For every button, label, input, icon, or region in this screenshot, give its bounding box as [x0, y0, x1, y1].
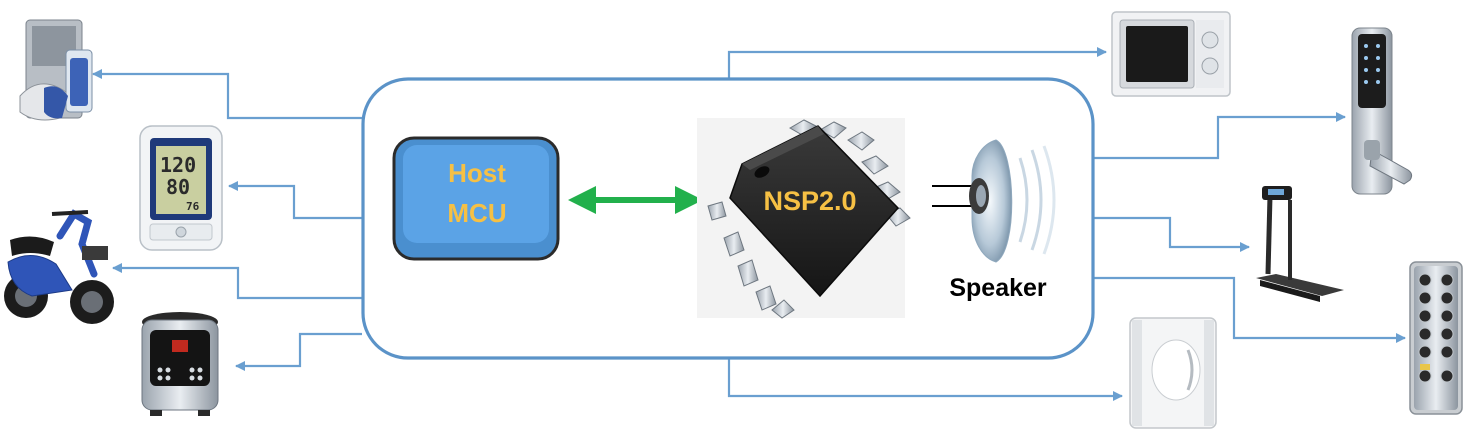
speaker-cone-icon	[971, 139, 1013, 263]
connector-microwave	[727, 47, 1107, 78]
connector-treadmill	[1092, 216, 1250, 252]
treadmill-icon	[1256, 186, 1344, 302]
connector-window-robot	[727, 358, 1123, 401]
svg-text:120: 120	[160, 153, 196, 177]
chip-pins-bottom	[707, 201, 795, 319]
speaker-graphic: Speaker	[932, 139, 1056, 302]
window-cleaning-robot-icon	[1129, 317, 1217, 429]
svg-text:80: 80	[166, 175, 190, 199]
host-mcu-label-line1: Host	[448, 158, 506, 188]
host-mcu-block: Host MCU	[392, 136, 560, 261]
chip-label: NSP2.0	[763, 186, 856, 216]
connector-lines	[92, 47, 1406, 401]
bidirectional-bus-arrow	[568, 186, 703, 214]
svg-text:76: 76	[186, 200, 200, 213]
electric-scooter-icon	[4, 209, 114, 324]
rice-cooker-icon	[141, 312, 219, 416]
sound-waves-icon	[1018, 145, 1056, 255]
connector-bp-monitor	[228, 181, 362, 220]
connector-rice-cooker	[235, 332, 362, 371]
connector-scooter	[112, 263, 362, 300]
blood-pressure-monitor-icon: 120 80 76	[139, 125, 223, 251]
speaker-label: Speaker	[949, 274, 1047, 302]
connector-door-lock	[1092, 112, 1346, 160]
water-dispenser-icon	[19, 19, 93, 121]
smart-door-lock-icon	[1351, 27, 1413, 195]
connector-water-dispenser	[92, 69, 362, 120]
elevator-panel-icon	[1409, 261, 1463, 415]
microwave-icon	[1111, 11, 1231, 97]
chip-pins-top	[788, 119, 911, 227]
connector-elevator-panel	[1092, 276, 1406, 343]
host-mcu-label-line2: MCU	[447, 198, 506, 228]
nsp-chip: NSP2.0	[697, 118, 911, 319]
